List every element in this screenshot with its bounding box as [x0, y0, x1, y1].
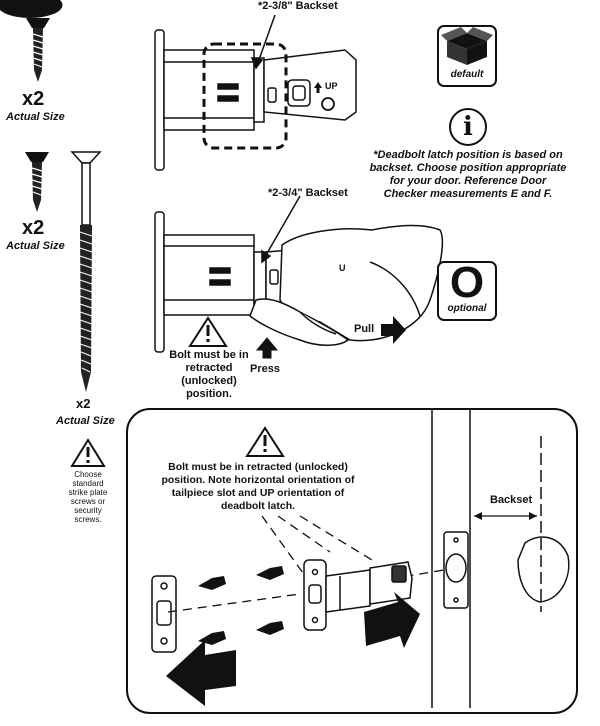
warning-icon [70, 438, 106, 467]
door-edge-plate [443, 531, 469, 609]
press-arrow-icon [255, 337, 279, 359]
bore-hole [517, 536, 570, 603]
warning-icon [245, 426, 285, 457]
screw-qty-1: x2 [22, 88, 45, 110]
deadbolt-latch [303, 559, 413, 631]
optional-letter: O [449, 258, 485, 307]
optional-label: optional [447, 303, 487, 314]
screw-qty-2: x2 [22, 217, 45, 239]
strike-plate [151, 575, 177, 653]
pull-arrow-icon [381, 316, 406, 344]
info-icon: i [449, 108, 487, 146]
strike-screws [198, 566, 284, 645]
screw-caption-2: Actual Size [6, 240, 65, 252]
default-label: default [450, 69, 484, 80]
mid-screw-icon [25, 152, 49, 212]
backset-238-callout: *2-3/8" Backset [258, 0, 338, 12]
up-label: UP [325, 81, 338, 91]
pull-label: Pull [354, 323, 375, 335]
screw-caption-3: Actual Size [56, 415, 115, 427]
big-right-arrow-icon [364, 592, 420, 648]
optional-badge: O optional [437, 258, 497, 321]
backset-label: Backset [490, 494, 533, 506]
door-edge [431, 410, 471, 708]
long-screw-icon [70, 151, 102, 392]
big-left-arrow-icon [166, 640, 236, 706]
warning-icon [188, 316, 228, 347]
short-screw-icon [26, 18, 50, 82]
screw-qty-3: x2 [76, 396, 91, 411]
info-note: *Deadbolt latch position is based on bac… [369, 149, 567, 200]
screw-caption-1: Actual Size [6, 111, 65, 123]
bolt-retracted-note: Bolt must be in retracted (unlocked) pos… [169, 349, 249, 400]
strike-screw-note: Choose standard strike plate screws or s… [68, 470, 108, 524]
hand-icon [249, 224, 444, 346]
up-label-2: U [339, 263, 346, 273]
default-badge: default [437, 25, 497, 87]
bottom-warning-note: Bolt must be in retracted (unlocked) pos… [161, 461, 355, 512]
backset-234-callout: *2-3/4" Backset [268, 187, 348, 199]
box-icon [441, 27, 493, 65]
latch-diagram-238 [154, 14, 357, 171]
press-label: Press [250, 363, 280, 375]
